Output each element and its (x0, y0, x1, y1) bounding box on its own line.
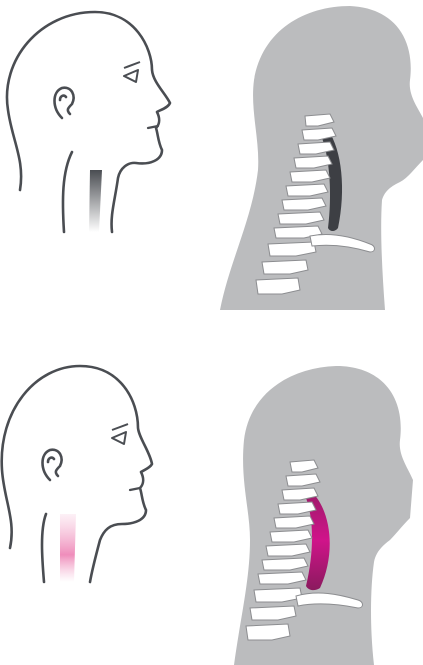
normal-neck-anatomy (210, 0, 423, 320)
eye (112, 432, 126, 444)
mouth (130, 488, 140, 490)
head-outline (2, 366, 152, 582)
neck-muscle-strip (60, 514, 76, 582)
ear (43, 450, 62, 480)
inflamed-head-profile (0, 330, 200, 665)
neck-muscle-strip (89, 170, 102, 232)
inflamed-neck-anatomy (210, 330, 423, 665)
cervical-spine-icon (210, 0, 423, 320)
cervical-spine-icon (210, 330, 423, 665)
normal-head-profile (0, 0, 200, 320)
eye (124, 70, 138, 82)
head-profile-icon (0, 330, 200, 665)
ear (55, 88, 74, 118)
head-profile-icon (0, 0, 200, 320)
head-outline (7, 12, 170, 232)
